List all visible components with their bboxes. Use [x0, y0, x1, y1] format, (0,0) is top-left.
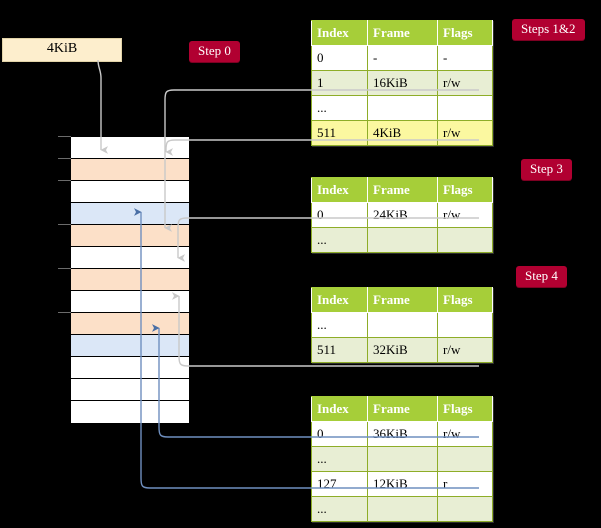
- memory-frame-row: [71, 291, 189, 313]
- table-row: ...: [311, 95, 493, 121]
- memory-frame-row: [71, 159, 189, 181]
- table3-col-index: Index: [311, 287, 368, 313]
- memory-frame-row: [71, 379, 189, 401]
- table-cell: [437, 227, 493, 253]
- table-cell: -: [437, 45, 493, 71]
- table-cell: [367, 496, 438, 522]
- memory-scale-tick: [58, 158, 71, 159]
- table1-col-flags: Flags: [437, 20, 493, 46]
- table-cell: ...: [311, 312, 368, 338]
- table-cell: ...: [311, 227, 368, 253]
- table-cell: 4KiB: [367, 120, 438, 146]
- table-cell: r/w: [437, 337, 493, 363]
- table3-col-frame: Frame: [367, 287, 438, 313]
- table1-col-frame: Frame: [367, 20, 438, 46]
- memory-frame-row: [71, 181, 189, 203]
- table-row: ...: [311, 227, 493, 253]
- table-cell: ...: [311, 446, 368, 472]
- memory-frame-row: [71, 335, 189, 357]
- table4-col-frame: Frame: [367, 396, 438, 422]
- table-cell: 0: [311, 202, 368, 228]
- badge-step-3: Step 3: [521, 159, 572, 180]
- table-cell: 0: [311, 421, 368, 447]
- memory-scale-tick: [58, 136, 71, 137]
- table-row: 0--: [311, 45, 493, 71]
- table-cell: 12KiB: [367, 471, 438, 497]
- physical-memory-column: [70, 136, 190, 424]
- table3-col-flags: Flags: [437, 287, 493, 313]
- table-row: ...: [311, 496, 493, 522]
- table-cell: 127: [311, 471, 368, 497]
- table-cell: -: [367, 45, 438, 71]
- table-cell: 32KiB: [367, 337, 438, 363]
- memory-frame-row: [71, 225, 189, 247]
- memory-frame-row: [71, 313, 189, 335]
- table-cell: [367, 227, 438, 253]
- table4-col-flags: Flags: [437, 396, 493, 422]
- table-cell: r/w: [437, 70, 493, 96]
- memory-frame-row: [71, 401, 189, 423]
- table-cell: r/w: [437, 120, 493, 146]
- table-cell: [367, 312, 438, 338]
- memory-frame-row: [71, 357, 189, 379]
- badge-steps-1-2: Steps 1&2: [512, 19, 585, 40]
- table-row: ...: [311, 446, 493, 472]
- memory-frame-row: [71, 203, 189, 225]
- badge-step-0: Step 0: [189, 41, 240, 62]
- table-row: ...: [311, 312, 493, 338]
- memory-scale-tick: [58, 312, 71, 313]
- table-cell: 24KiB: [367, 202, 438, 228]
- table-cell: 0: [311, 45, 368, 71]
- memory-frame-row: [71, 269, 189, 291]
- table-cell: [437, 95, 493, 121]
- table2-col-frame: Frame: [367, 177, 438, 203]
- table1-col-index: Index: [311, 20, 368, 46]
- table-cell: [437, 446, 493, 472]
- table-cell: 511: [311, 337, 368, 363]
- table-cell: 1: [311, 70, 368, 96]
- table-cell: ...: [311, 496, 368, 522]
- table-cell: [437, 312, 493, 338]
- table-cell: 16KiB: [367, 70, 438, 96]
- table-cell: 511: [311, 120, 368, 146]
- table-cell: r: [437, 471, 493, 497]
- memory-scale-tick: [58, 224, 71, 225]
- cr3-register-box: 4KiB: [2, 38, 122, 62]
- memory-frame-row: [71, 137, 189, 159]
- badge-step-4: Step 4: [516, 266, 567, 287]
- memory-scale-tick: [58, 268, 71, 269]
- table-cell: [437, 496, 493, 522]
- table-cell: [367, 446, 438, 472]
- table-cell: r/w: [437, 421, 493, 447]
- table2-col-flags: Flags: [437, 177, 493, 203]
- table4-col-index: Index: [311, 396, 368, 422]
- memory-frame-row: [71, 247, 189, 269]
- table2-col-index: Index: [311, 177, 368, 203]
- table-cell: [367, 95, 438, 121]
- table-cell: ...: [311, 95, 368, 121]
- table-cell: 36KiB: [367, 421, 438, 447]
- table-cell: r/w: [437, 202, 493, 228]
- memory-scale-tick: [58, 180, 71, 181]
